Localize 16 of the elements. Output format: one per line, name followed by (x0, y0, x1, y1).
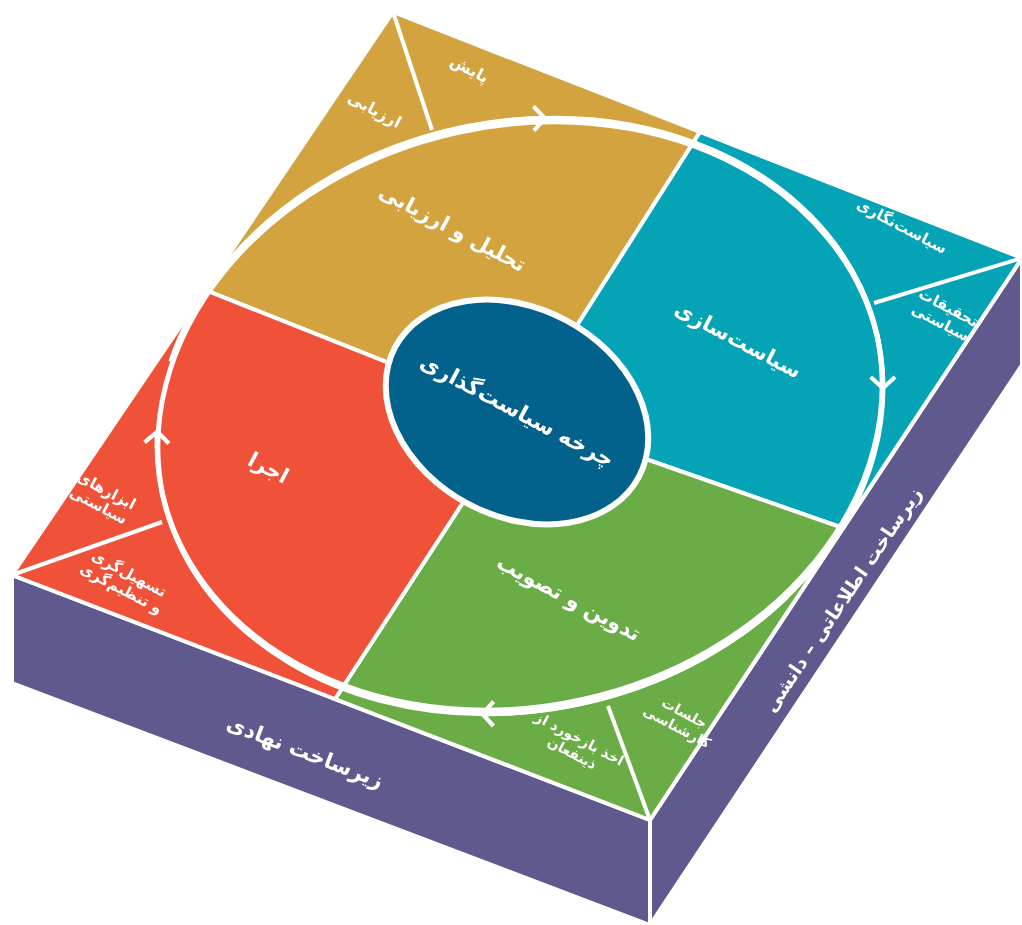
cycle-arrow (168, 104, 547, 363)
cycle-arrow (480, 212, 886, 728)
quadrant-label: تحلیل و ارزیابی (374, 179, 530, 277)
region-label: تسهیل‌گری و تنظیم‌گری (69, 544, 175, 628)
region-label: ابزارهای سیاستی (54, 464, 146, 542)
center-title: چرخه سیاست‌گذاری (415, 348, 619, 473)
side-label: زیرساخت نهادی (223, 711, 387, 794)
region-label: تحقیقات سیاستی (899, 283, 985, 357)
cycle-arrow (143, 429, 789, 717)
region-label: سیاست‌نگاری (845, 193, 955, 267)
quadrant-label: سیاست‌سازی (670, 296, 806, 384)
quadrant-label: تدوین و تصویب (492, 550, 645, 647)
region-label: جلسات کارشناسی (632, 686, 724, 764)
region-label: اخذ بازخورد از ذینفعان (518, 708, 628, 794)
quadrant-label: اجرا (243, 447, 293, 489)
side-label: زیرساخت اطلاعاتی – دانشی (759, 483, 927, 717)
